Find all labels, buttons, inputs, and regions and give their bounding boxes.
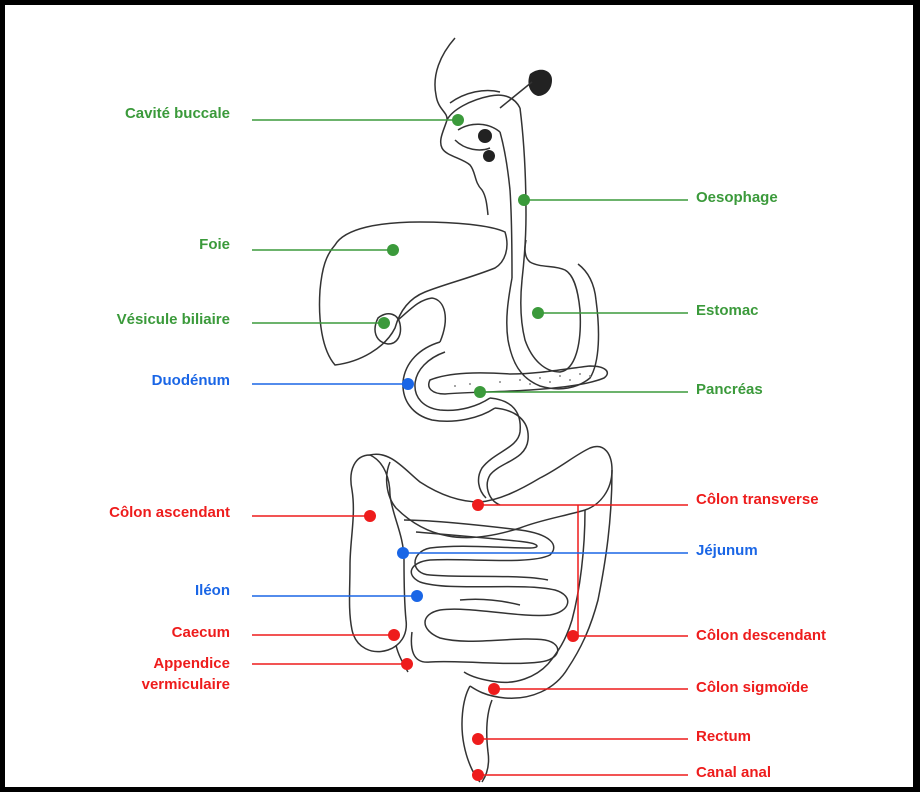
label-duodenum: Duodénum	[152, 372, 230, 390]
dot-estomac	[532, 307, 544, 319]
dot-oesophage	[518, 194, 530, 206]
small-intestine-outline-2	[415, 532, 548, 605]
throat-outline	[500, 132, 510, 190]
bile-duct-outline	[398, 298, 445, 342]
label-oesophage: Oesophage	[696, 189, 778, 207]
label-colon-ascendant: Côlon ascendant	[109, 504, 230, 522]
dot-vesicule	[378, 317, 390, 329]
salivary-gland-shape-2	[478, 129, 492, 143]
colon-descendant-outline-inner	[548, 510, 585, 664]
dot-rectum	[472, 733, 484, 745]
dot-colon-sigmoide	[488, 683, 500, 695]
label-appendice-vermiculaire: Appendice vermiculaire	[142, 653, 230, 695]
label-colon-transverse: Côlon transverse	[696, 491, 819, 509]
pancreas-outline	[429, 366, 608, 394]
dot-caecum	[388, 629, 400, 641]
label-appendice-line2: vermiculaire	[142, 674, 230, 695]
duodenum-outline-inner	[415, 352, 490, 410]
dot-colon-ascendant	[364, 510, 376, 522]
dot-appendice	[401, 658, 413, 670]
label-appendice-line1: Appendice	[142, 653, 230, 674]
anatomy-outline	[320, 38, 612, 782]
small-intestine-outline	[404, 520, 568, 663]
label-pancreas: Pancréas	[696, 381, 763, 399]
oesophagus-outline-inner	[510, 190, 512, 278]
liver-outline	[320, 222, 507, 365]
label-vesicule-biliaire: Vésicule biliaire	[117, 311, 230, 329]
duodenojejunal-outline	[487, 408, 528, 505]
dot-colon-transverse	[472, 499, 484, 511]
label-rectum: Rectum	[696, 728, 751, 746]
label-jejunum: Jéjunum	[696, 542, 758, 560]
dot-cavite-buccale	[452, 114, 464, 126]
dot-pancreas	[474, 386, 486, 398]
tongue-outline	[458, 124, 500, 132]
colon-sigmoide-outline-inner	[464, 664, 548, 682]
colon-sigmoide-outline	[470, 668, 568, 698]
label-caecum: Caecum	[172, 624, 230, 642]
label-colon-sigmoide: Côlon sigmoïde	[696, 679, 809, 697]
label-cavite-buccale: Cavité buccale	[125, 105, 230, 123]
marker-dots	[364, 114, 579, 781]
dot-ileon	[411, 590, 423, 602]
dot-canal-anal	[472, 769, 484, 781]
label-foie: Foie	[199, 236, 230, 254]
dot-jejunum	[397, 547, 409, 559]
salivary-gland-shape-3	[483, 150, 495, 162]
stomach-outline	[521, 240, 581, 372]
label-colon-descendant: Côlon descendant	[696, 627, 826, 645]
label-canal-anal: Canal anal	[696, 764, 771, 782]
dot-foie	[387, 244, 399, 256]
duodenum-outline	[403, 342, 495, 421]
dot-colon-descendant	[567, 630, 579, 642]
leader-lines	[252, 120, 688, 775]
head-outline	[435, 38, 488, 215]
label-estomac: Estomac	[696, 302, 759, 320]
nasal-outline	[450, 90, 500, 103]
label-ileon: Iléon	[195, 582, 230, 600]
dot-duodenum	[402, 378, 414, 390]
